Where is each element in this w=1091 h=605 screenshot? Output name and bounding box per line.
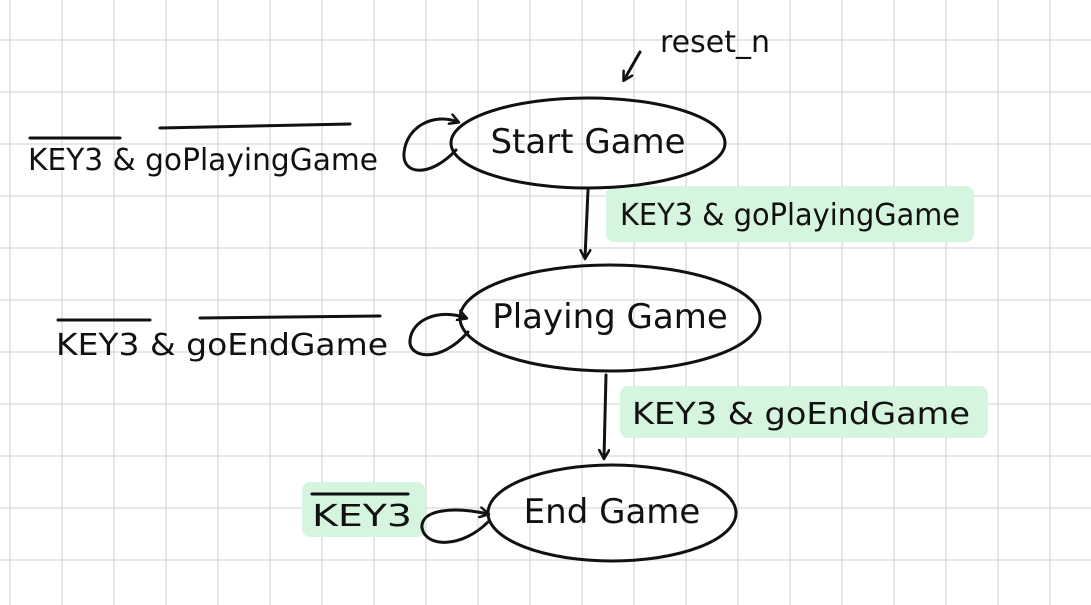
highlight-start-to-playing <box>606 186 974 242</box>
reset-arrow: reset_n <box>624 25 770 80</box>
highlight-end-self <box>302 482 425 537</box>
reset-label: reset_n <box>660 25 770 60</box>
transition-end-self: KEY3 <box>310 492 488 544</box>
state-playing-game: Playing Game <box>458 263 762 373</box>
transition-start-to-playing-label: KEY3 & goPlayingGame <box>620 198 960 233</box>
transition-playing-to-end-label: KEY3 & goEndGame <box>632 397 970 432</box>
transition-start-self: KEY3 & goPlayingGame <box>28 119 458 178</box>
state-start-game-ellipse <box>449 96 727 190</box>
state-end-game: End Game <box>486 463 738 563</box>
state-start-game-label: Start Game <box>490 122 685 162</box>
state-playing-game-label: Playing Game <box>492 297 728 337</box>
overline-goendgame <box>198 314 382 320</box>
transition-playing-to-end: KEY3 & goEndGame <box>604 373 970 458</box>
state-start-game: Start Game <box>449 96 727 190</box>
overline-goplayinggame <box>158 122 352 130</box>
transition-playing-self-label: KEY3 & goEndGame <box>56 328 388 363</box>
transition-playing-self: KEY3 & goEndGame <box>56 314 470 363</box>
transition-end-self-label: KEY3 <box>312 499 412 534</box>
state-end-game-label: End Game <box>524 492 701 532</box>
transition-start-to-playing: KEY3 & goPlayingGame <box>585 188 960 258</box>
transition-start-self-label: KEY3 & goPlayingGame <box>28 143 378 178</box>
highlight-playing-to-end <box>620 386 988 438</box>
